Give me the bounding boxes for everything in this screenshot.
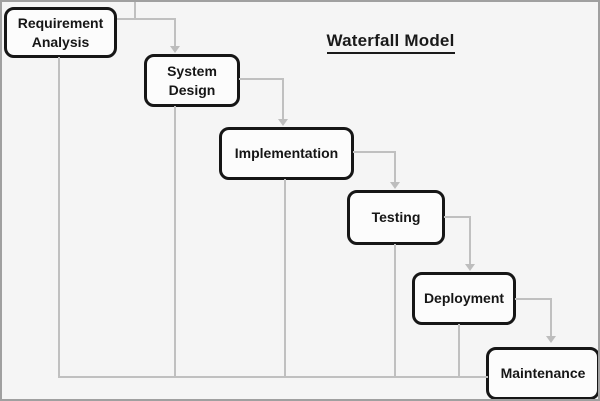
connector-test-to-deploy-h — [444, 216, 471, 218]
diagram-title: Waterfall Model — [318, 31, 463, 54]
connector-impl-to-test-v — [394, 151, 396, 182]
feedback-drop-deployment — [458, 324, 460, 377]
phase-box-requirement-analysis: Requirement Analysis — [4, 7, 117, 58]
down-arrowhead-icon — [546, 336, 556, 343]
connector-test-to-deploy-v — [469, 216, 471, 264]
phase-box-implementation: Implementation — [219, 127, 354, 180]
down-arrowhead-icon — [390, 182, 400, 189]
phase-label: Testing — [371, 209, 421, 226]
diagram-title-text: Waterfall Model — [326, 31, 455, 54]
feedback-bottom-rail — [58, 376, 488, 378]
phase-label: Implementation — [234, 145, 339, 162]
connector-req-to-design-v — [174, 18, 176, 46]
connector-design-to-impl-h — [239, 78, 284, 80]
feedback-drop-requirement — [58, 57, 60, 378]
connector-deploy-to-maint-h — [515, 298, 552, 300]
phase-label: Maintenance — [500, 365, 586, 382]
feedback-drop-implementation — [284, 179, 286, 377]
phase-box-testing: Testing — [347, 190, 445, 245]
feedback-drop-design — [174, 106, 176, 377]
connector-design-to-impl-v — [282, 78, 284, 119]
down-arrowhead-icon — [465, 264, 475, 271]
down-arrowhead-icon — [278, 119, 288, 126]
down-arrowhead-icon — [170, 46, 180, 53]
phase-label: System Design — [167, 63, 217, 98]
phase-box-system-design: System Design — [144, 54, 240, 107]
connector-deploy-to-maint-v — [550, 298, 552, 336]
phase-label: Deployment — [423, 290, 505, 307]
phase-label: Requirement Analysis — [17, 15, 104, 50]
connector-req-to-design-h — [117, 18, 176, 20]
connector-impl-to-test-h — [353, 151, 396, 153]
phase-box-maintenance: Maintenance — [486, 347, 598, 399]
feedback-drop-testing — [394, 244, 396, 377]
connector-top-stub — [134, 2, 136, 19]
phase-box-deployment: Deployment — [412, 272, 516, 325]
